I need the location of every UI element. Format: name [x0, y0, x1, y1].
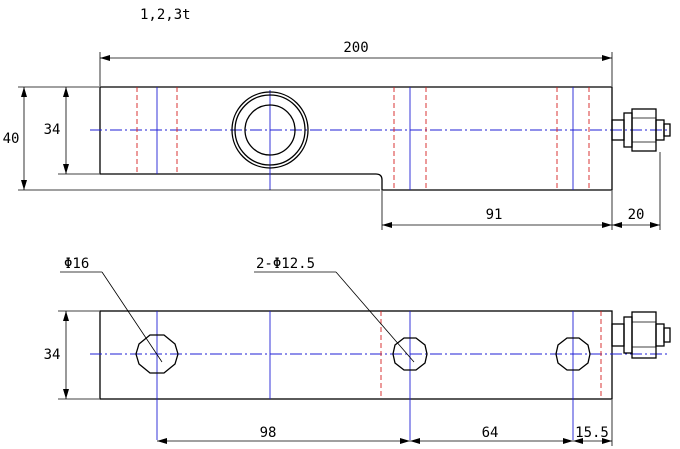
- load-button-inner: [244, 104, 296, 156]
- dim-height-total-label: 40: [3, 131, 20, 147]
- large-hole: [135, 334, 179, 374]
- dim-offset-label: 91: [486, 207, 503, 223]
- top-connector: [611, 108, 671, 152]
- dim-pitch-2-label: 64: [482, 425, 499, 441]
- dim-height-body-label: 34: [44, 122, 61, 138]
- bottom-view: Φ16 2-Φ12.5 34 98 64 15.5: [44, 256, 671, 446]
- dim-height-body: 34: [44, 86, 99, 175]
- dim-height-bottom: 34: [44, 310, 99, 400]
- dim-length: 200: [99, 40, 613, 86]
- callout-small-holes-label: 2-Φ12.5: [256, 256, 315, 272]
- top-body-outline: [99, 86, 613, 191]
- dim-offset: 91: [381, 191, 613, 230]
- dim-connector-label: 20: [628, 207, 645, 223]
- capacity-label: 1,2,3t: [140, 7, 191, 23]
- dim-height-bottom-label: 34: [44, 347, 61, 363]
- load-button-outer: [231, 91, 309, 169]
- small-hole: [392, 337, 428, 371]
- callout-small-holes: 2-Φ12.5: [254, 256, 415, 363]
- bottom-connector: [611, 311, 671, 359]
- load-button-ring: [234, 94, 306, 166]
- dim-height-total: 40: [3, 86, 380, 191]
- dim-length-label: 200: [343, 40, 368, 56]
- dim-end-distance-label: 15.5: [575, 425, 609, 441]
- top-view: 200 34 40 91: [3, 40, 671, 230]
- dim-chain: 98 64 15.5: [157, 400, 613, 446]
- callout-large-hole: Φ16: [60, 256, 163, 363]
- dim-pitch-1-label: 98: [260, 425, 277, 441]
- small-hole: [555, 337, 591, 371]
- dim-connector: 20: [612, 152, 661, 230]
- callout-large-hole-label: Φ16: [64, 256, 89, 272]
- bottom-body-outline: [99, 310, 613, 400]
